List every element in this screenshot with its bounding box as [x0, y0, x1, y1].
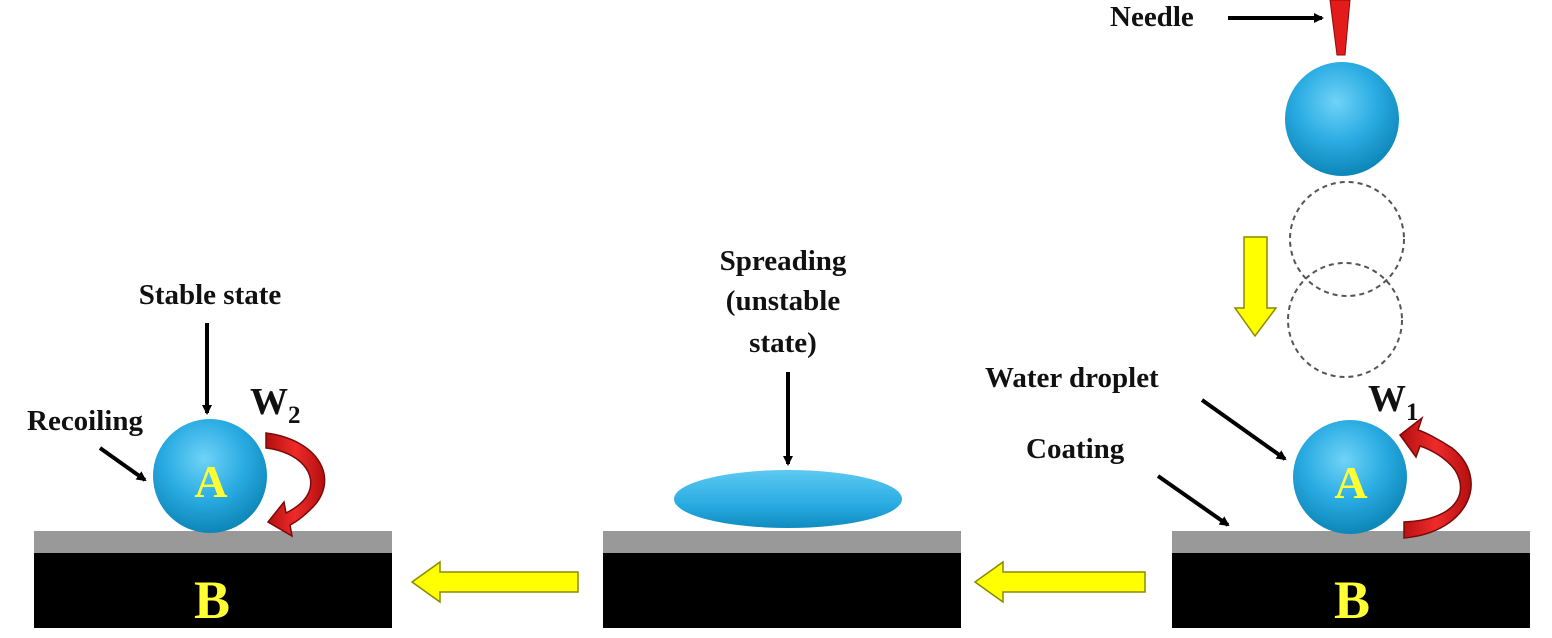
- substrate-letter: B: [1334, 570, 1370, 630]
- substrate-block: [1172, 553, 1530, 628]
- coating-label: Coating: [1026, 433, 1125, 465]
- panel-impact: Needle W1 Water droplet Coating B A: [985, 0, 1530, 630]
- impact-droplet: [1293, 420, 1407, 534]
- substrate-letter: B: [194, 570, 230, 630]
- water-droplet-label: Water droplet: [985, 362, 1159, 394]
- droplet-letter: A: [1334, 457, 1367, 508]
- droplet-letter: A: [194, 456, 227, 507]
- w2-curved-arrow: [265, 432, 326, 538]
- needle-icon: [1329, 0, 1351, 56]
- falling-droplet: [1285, 62, 1399, 176]
- needle-label: Needle: [1110, 1, 1194, 33]
- stable-droplet: [153, 419, 267, 533]
- left-flow-arrow: [410, 560, 579, 604]
- w1-curved-arrow: [1398, 415, 1472, 539]
- w1-label: W1: [1368, 378, 1419, 426]
- left-flow-arrow: [973, 560, 1146, 604]
- recoiling-pointer-arrow: [98, 446, 147, 482]
- spread-droplet: [674, 470, 902, 528]
- down-flow-arrow: [1233, 236, 1278, 338]
- stable-state-label: Stable state: [139, 279, 282, 311]
- spreading-label-line2: (unstable: [726, 285, 841, 317]
- coating-layer: [1172, 531, 1530, 553]
- coating-layer: [34, 531, 392, 553]
- recoiling-label: Recoiling: [27, 405, 143, 437]
- spreading-label-line1: Spreading: [720, 245, 847, 277]
- coating-layer: [603, 531, 961, 553]
- substrate-block: [34, 553, 392, 628]
- spreading-label-line3: state): [749, 327, 817, 359]
- substrate-block: [603, 553, 961, 628]
- w2-label: W2: [250, 381, 301, 429]
- water-droplet-pointer-arrow: [1200, 398, 1287, 461]
- coating-pointer-arrow: [1156, 474, 1230, 527]
- panel-stable: Stable state Recoiling W2 B A: [27, 279, 579, 630]
- panel-spreading: Spreading (unstable state): [603, 245, 1146, 628]
- ghost-droplet-upper: [1289, 181, 1405, 297]
- ghost-droplet-lower: [1287, 262, 1403, 378]
